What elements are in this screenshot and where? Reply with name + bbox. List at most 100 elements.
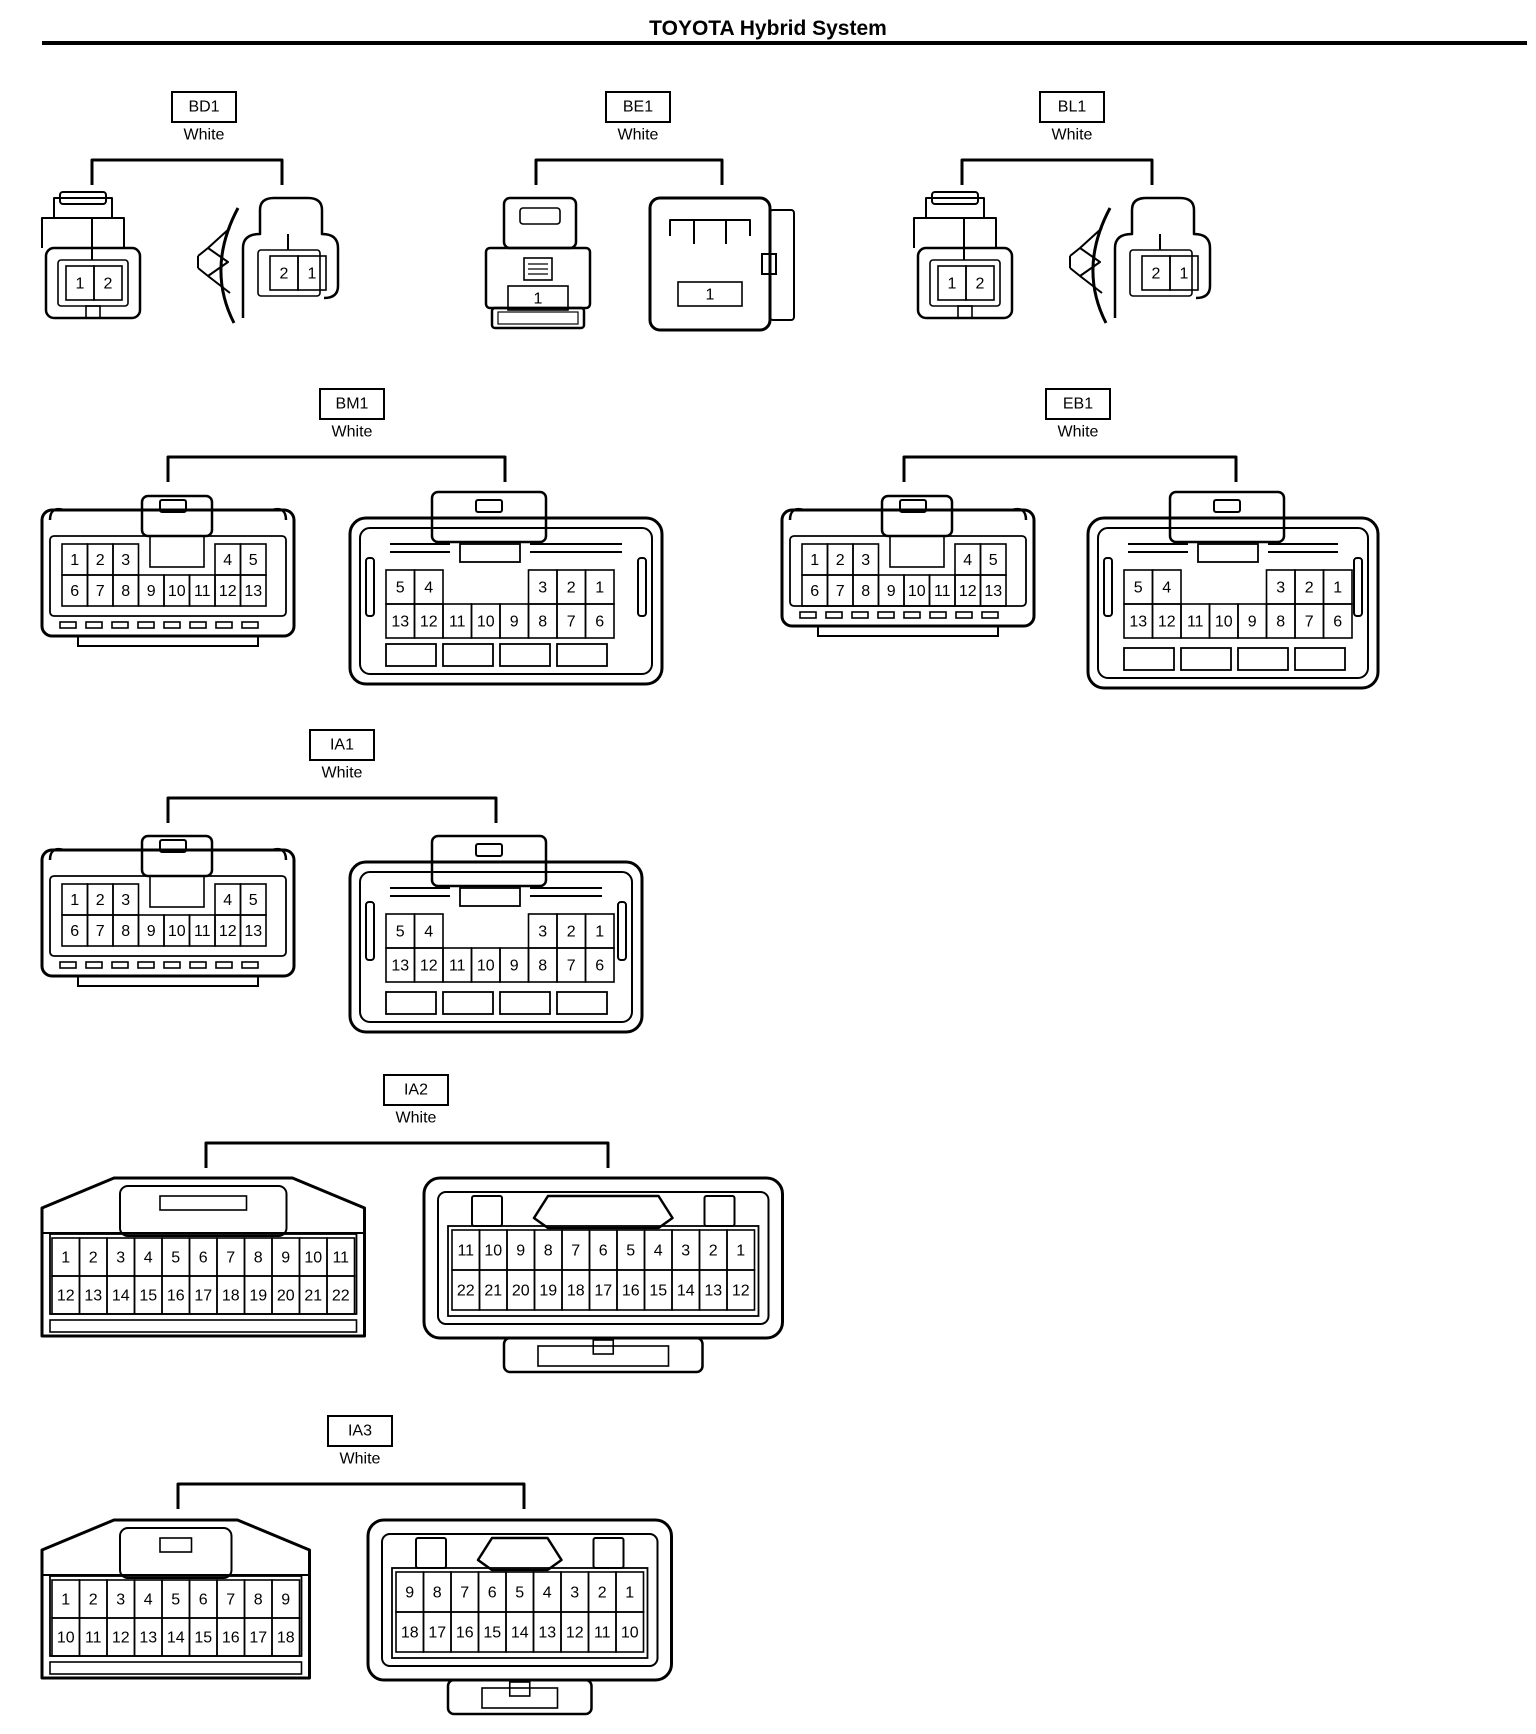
connector-body-outline — [889, 535, 945, 568]
pin-number: 17 — [249, 1630, 267, 1647]
lock-tab — [189, 961, 207, 969]
connector-bracket — [90, 158, 284, 185]
pin-number: 5 — [396, 580, 405, 597]
connector-body-outline — [703, 1195, 736, 1227]
pin-number: 16 — [456, 1625, 474, 1642]
title-rule — [42, 41, 1527, 45]
connector-body-outline — [241, 196, 340, 318]
pin-number: 11 — [934, 583, 951, 600]
pin-number: 1 — [70, 892, 79, 909]
pin-number: 4 — [144, 1250, 153, 1267]
connector-body-outline — [159, 1195, 248, 1211]
connector-body-outline — [925, 197, 985, 218]
connector-body-outline — [381, 1533, 659, 1667]
pin-number: 1 — [948, 276, 957, 293]
connector-body-outline — [41, 217, 125, 248]
pin-cell — [1169, 255, 1199, 291]
connector-body-outline — [1197, 543, 1259, 563]
lock-tab — [163, 961, 181, 969]
pin-number: 16 — [167, 1288, 185, 1305]
pin-number: 4 — [223, 552, 232, 569]
connector-bracket — [166, 455, 507, 482]
connector-body-outline — [49, 1319, 358, 1333]
connector-body-outline — [49, 1661, 303, 1675]
pin-number: 18 — [401, 1625, 419, 1642]
connector-body-outline — [437, 1191, 770, 1325]
pin-number: 10 — [168, 923, 186, 940]
pin-number: 12 — [112, 1630, 130, 1647]
connector-body-outline — [40, 848, 296, 978]
connector-body-outline — [817, 625, 999, 637]
pin-number: 13 — [1129, 614, 1147, 631]
connector-body-outline — [446, 1678, 593, 1716]
pin-number: 9 — [510, 958, 519, 975]
pin-number: 11 — [332, 1250, 349, 1267]
pin-number: 13 — [84, 1288, 102, 1305]
connector-body-outline — [769, 209, 795, 321]
pin-number: 5 — [396, 924, 405, 941]
connector-body-outline — [57, 259, 129, 307]
connector-body-outline — [899, 499, 927, 513]
side-rib — [1103, 557, 1113, 617]
pin-number: 2 — [96, 552, 105, 569]
connector-body-outline — [459, 887, 521, 907]
connector-body-outline — [59, 191, 107, 205]
connector-body-outline — [508, 1681, 531, 1697]
connector-body-outline — [77, 635, 259, 647]
pin-number: 7 — [836, 583, 845, 600]
connector-body-outline — [415, 1537, 447, 1569]
lock-tab — [929, 611, 947, 619]
pin-number: 2 — [89, 1592, 98, 1609]
pin-number: 12 — [732, 1283, 750, 1300]
pin-number: 1 — [76, 276, 85, 293]
connector-body-outline — [359, 527, 653, 675]
pin-number: 21 — [484, 1283, 502, 1300]
connector-body-outline — [430, 834, 548, 888]
pin-number: 7 — [460, 1585, 469, 1602]
pin-number: 10 — [304, 1250, 322, 1267]
connector-body-outline — [929, 259, 1001, 307]
pin-number: 1 — [595, 580, 604, 597]
connector-color: White — [618, 127, 659, 144]
pin-cell — [239, 914, 267, 947]
connector-body-outline — [471, 1195, 503, 1227]
pin-number: 2 — [89, 1250, 98, 1267]
connector-body-outline — [1113, 196, 1212, 318]
connector-id: BM1 — [336, 396, 369, 413]
side-rib — [617, 901, 627, 961]
connector-body-outline — [119, 1527, 233, 1579]
pin-number: 3 — [861, 552, 870, 569]
connector-id: EB1 — [1063, 396, 1093, 413]
connector-id-box — [1039, 91, 1105, 123]
pin-number: 7 — [567, 958, 576, 975]
pin-number: 9 — [281, 1592, 290, 1609]
pin-number: 6 — [1333, 614, 1342, 631]
connector-body-outline — [1168, 490, 1286, 544]
pin-number: 15 — [483, 1625, 501, 1642]
connector-body-outline — [159, 1537, 193, 1553]
pin-number: 5 — [989, 552, 998, 569]
pin-number: 4 — [543, 1585, 552, 1602]
pin-number: 7 — [226, 1592, 235, 1609]
pin-number: 20 — [277, 1288, 295, 1305]
pin-number: 2 — [104, 276, 113, 293]
pin-number: 2 — [280, 266, 289, 283]
male-connector: 1 — [484, 196, 592, 330]
pin-number: 6 — [70, 583, 79, 600]
connector-bracket — [204, 1141, 610, 1168]
lock-tab — [59, 961, 77, 969]
pin-number: 8 — [121, 923, 130, 940]
pin-number: 10 — [477, 614, 495, 631]
pin-number: 9 — [1248, 614, 1257, 631]
connector-body-outline — [459, 543, 521, 563]
pin-number: 9 — [147, 923, 156, 940]
pin-number: 6 — [595, 958, 604, 975]
